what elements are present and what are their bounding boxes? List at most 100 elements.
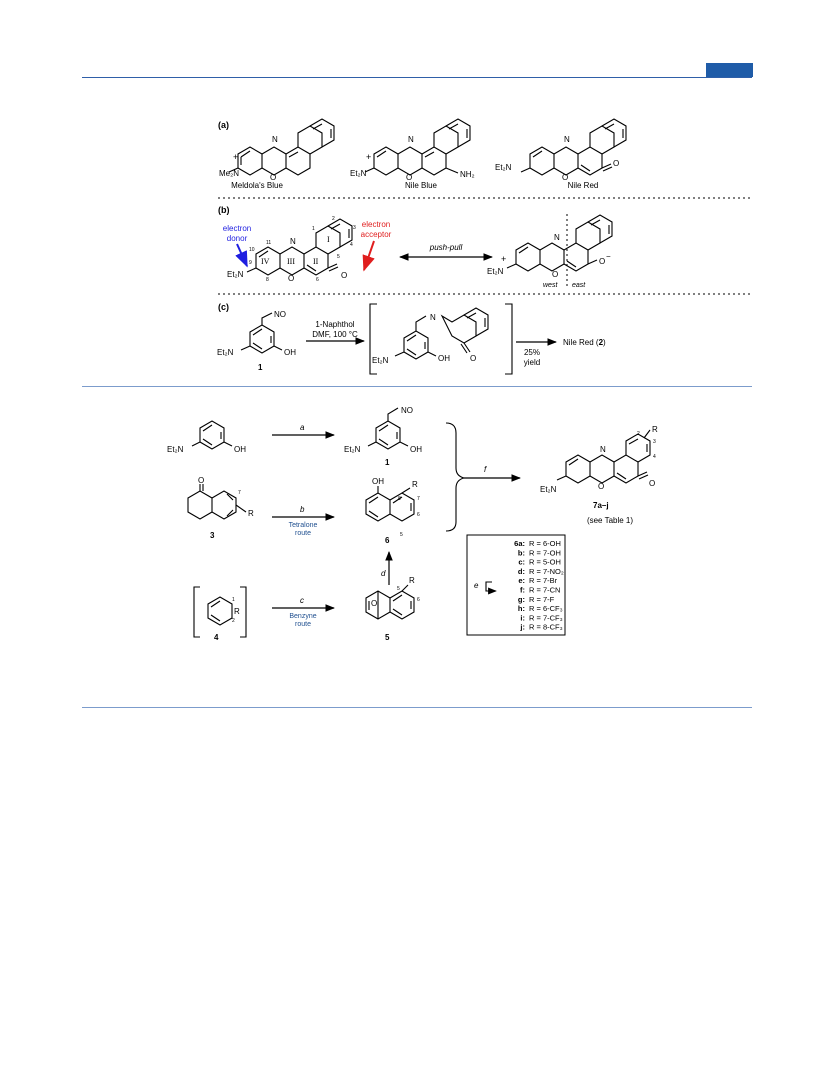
zw-amine: Et₂N [487,267,504,276]
s3-r: R [248,509,254,518]
num-5: 5 [337,254,340,260]
donor-label-line2: donor [227,234,248,243]
zw-plus: + [501,254,506,264]
nile-red-carbonyl: O [613,159,619,168]
s6-num-7: 7 [417,496,420,502]
int-hydroxyl: OH [438,354,450,363]
donor-label-line1: electron [223,224,251,233]
legend-value: R = 6-CF₃ [529,604,563,613]
num-2: 2 [332,216,335,222]
zw-oxide: O [599,257,605,266]
int-amine: Et₂N [372,356,389,365]
s1-nitroso: NO [401,406,413,415]
num-3: 3 [353,225,356,231]
zwitterion-structure [506,214,613,272]
s-aminophenol-oh: OH [234,445,246,454]
legend-value: R = 6-OH [529,539,561,548]
num-10: 10 [249,247,255,253]
nile-blue-n-atom: N [408,135,414,144]
int-imine-n: N [430,313,436,322]
s6-num-5: 5 [400,532,403,538]
meldolas-amine: Me₂N [219,169,239,178]
east-label: east [572,282,586,289]
legend-value: R = 7-CN [529,586,560,595]
num-4: 4 [350,242,353,248]
legend-key: j: [519,623,525,632]
nile-red-structure [520,118,627,176]
legend-key: f: [520,586,525,595]
s3-label: 3 [210,531,215,540]
step-a-label: a [300,423,305,432]
s1-amine: Et₂N [344,445,361,454]
s7-num-4: 4 [653,454,656,460]
header-rule [82,77,752,78]
c-product: Nile Red (2) [563,338,606,347]
step-e-arrow [485,581,497,595]
benzyne-route-line1: Benzyne [289,613,316,620]
legend-key: b: [518,548,525,557]
synthesis-scheme: Et₂N OH a NO OH Et₂N 1 O R 7 3 b Tetralo… [167,406,658,642]
s7-amine: Et₂N [540,485,557,494]
panel-b: (b) electron donor electron acceptor N O… [218,205,752,295]
legend-key: i: [520,613,525,622]
s4-r: R [234,607,240,616]
s7-label: 7a–j [593,501,609,510]
num-6: 6 [316,277,319,283]
step-f-label: f [484,465,487,474]
naphthol-structure [365,486,415,522]
right-bracket [505,303,513,375]
nile-red-name: Nile Red [568,181,599,190]
nile-blue-structure [364,118,471,176]
c-compound-1: 1 [258,363,263,372]
s5-label: 5 [385,633,390,642]
s4-num-1: 1 [232,597,235,603]
s5-num-6: 6 [417,597,420,603]
num-9: 9 [249,260,252,266]
product-7-structure [556,429,651,484]
ring-label-ii: II [313,257,319,266]
tetralone-structure [187,484,247,520]
s-aminophenol-amine: Et₂N [167,445,184,454]
s3-carbonyl: O [198,476,204,485]
donor-arrow [235,243,248,268]
s7-num-3: 3 [653,439,656,445]
scheme-compound-1-structure [367,407,409,450]
s7-carbonyl: O [649,479,655,488]
panel-a-label: (a) [218,120,229,130]
s5-r: R [409,576,415,585]
tetralone-route-line2: route [295,530,311,537]
nile-blue-amine: Et₂N [350,169,367,178]
s7-num-2: 2 [637,431,640,437]
s7-n-atom: N [600,445,606,454]
legend-value: R = 7-F [529,595,555,604]
nile-blue-plus: + [366,152,371,162]
panel-c-label: (c) [218,302,229,312]
legend-value: R = 5-OH [529,558,561,567]
nile-red-n-atom: N [564,135,570,144]
see-table-note: (see Table 1) [587,516,633,525]
nile-blue-o-atom: O [406,173,412,182]
ring-label-iv: IV [261,257,270,266]
step-d-label: d [381,569,386,578]
legend-key: c: [518,558,525,567]
ring-label-i: I [327,235,330,244]
nile-blue-nh2: NH₂ [460,170,475,179]
zw-minus: − [606,252,611,261]
ring-label-iii: III [287,257,295,266]
s6-num-6: 6 [417,512,420,518]
c-amine: Et₂N [217,348,234,357]
legend-rows: 6a:R = 6-OHb:R = 7-OHc:R = 5-OHd:R = 7-N… [514,539,564,632]
panel-c: (c) NO OH Et₂N 1 1-Naphthol DMF, 100 °C … [217,302,606,375]
s5-num-5: 5 [397,586,400,592]
legend-key: e: [518,576,525,585]
c-yield-value: 25% [524,348,540,357]
benzyne-left-bracket [193,586,200,638]
substituent-legend [466,534,566,636]
tetralone-route-line1: Tetralone [289,522,318,529]
s4-label: 4 [214,633,219,642]
num-11: 11 [266,240,271,246]
s4-num-2: 2 [232,618,235,624]
num-8: 8 [266,277,269,283]
aminophenol-structure [191,420,233,450]
b-o-atom: O [288,274,294,283]
